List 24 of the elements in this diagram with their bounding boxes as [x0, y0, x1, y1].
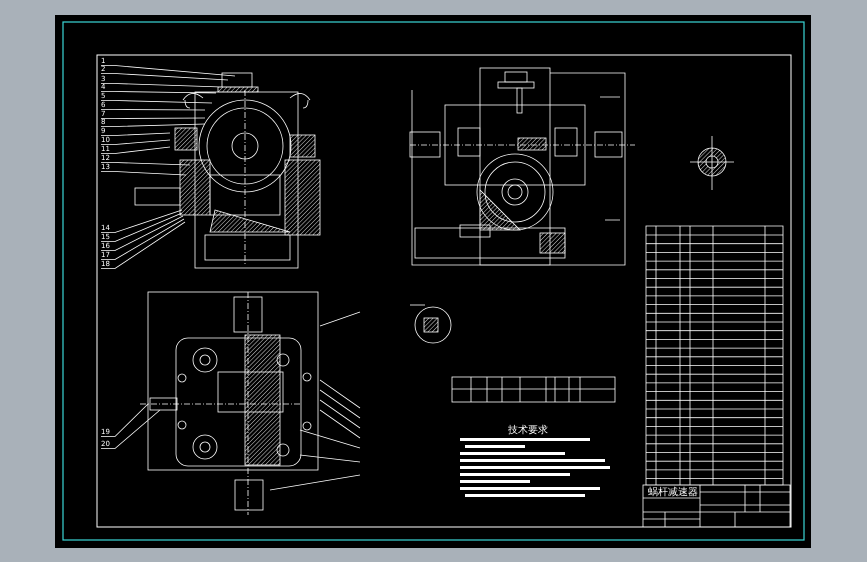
- leader-line: [100, 210, 182, 233]
- leader-line: [100, 109, 206, 110]
- leader-line: [100, 171, 186, 176]
- leader-line: [100, 216, 184, 251]
- leader-line: [100, 140, 170, 145]
- leader-line: [100, 91, 216, 94]
- worm-gear-reducer-section-drawing: [134, 72, 320, 268]
- leader-line: [100, 218, 184, 260]
- drawing-title: 蜗杆减速器: [648, 487, 698, 499]
- leader-line: [100, 410, 160, 449]
- leader-line: [100, 118, 206, 119]
- leader-line: [100, 404, 148, 437]
- leader-line: [100, 212, 182, 242]
- leader-line: [100, 124, 206, 127]
- leader-line: [100, 162, 190, 166]
- leader-line: [100, 100, 212, 104]
- leader-line: [100, 83, 222, 88]
- leader-line: [100, 132, 170, 136]
- worm-gear-reducer-top-view-drawing: [140, 292, 360, 516]
- leader-line: [100, 222, 186, 269]
- leader-line: [100, 146, 170, 154]
- leader-line: [100, 73, 228, 80]
- notes-heading: 技术要求: [508, 425, 548, 437]
- leader-line: [100, 65, 236, 76]
